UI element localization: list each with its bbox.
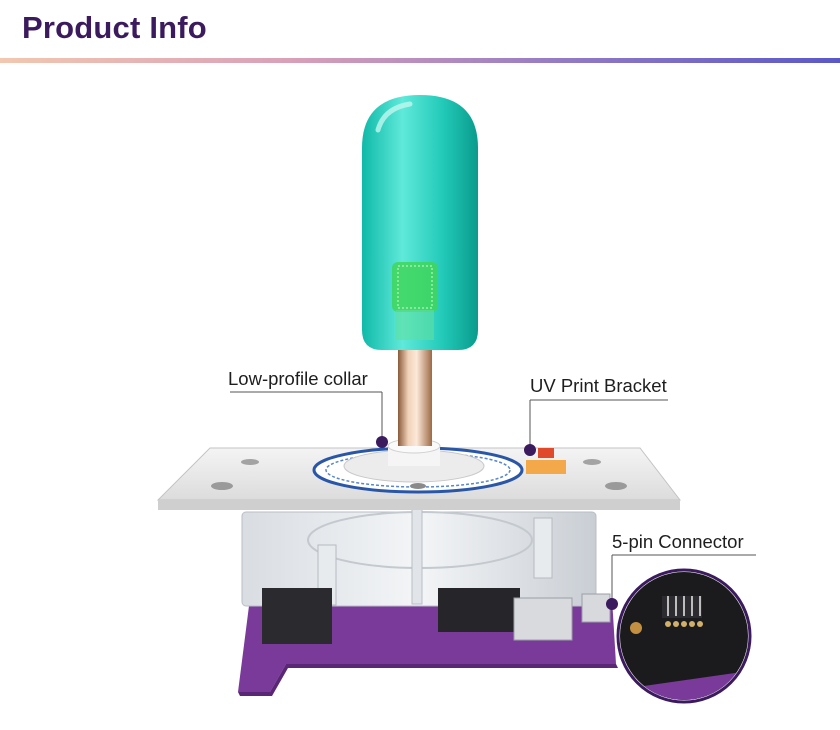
callout-collar-leader (230, 391, 388, 448)
callout-bracket-leader (524, 399, 668, 456)
header: Product Info (0, 0, 840, 64)
callout-5-pin-connector: 5-pin Connector (612, 531, 744, 552)
callout-connector-leader (606, 554, 756, 610)
callout-uv-print-bracket: UV Print Bracket (530, 375, 667, 396)
connector-zoom-inset (616, 568, 752, 704)
header-divider (0, 58, 840, 63)
clear-housing (241, 507, 611, 644)
callout-low-profile-collar: Low-profile collar (228, 368, 368, 389)
product-photo (156, 95, 756, 704)
page-title: Product Info (22, 10, 207, 45)
chrome-shaft (398, 338, 432, 446)
bat-top-handle (362, 95, 478, 350)
